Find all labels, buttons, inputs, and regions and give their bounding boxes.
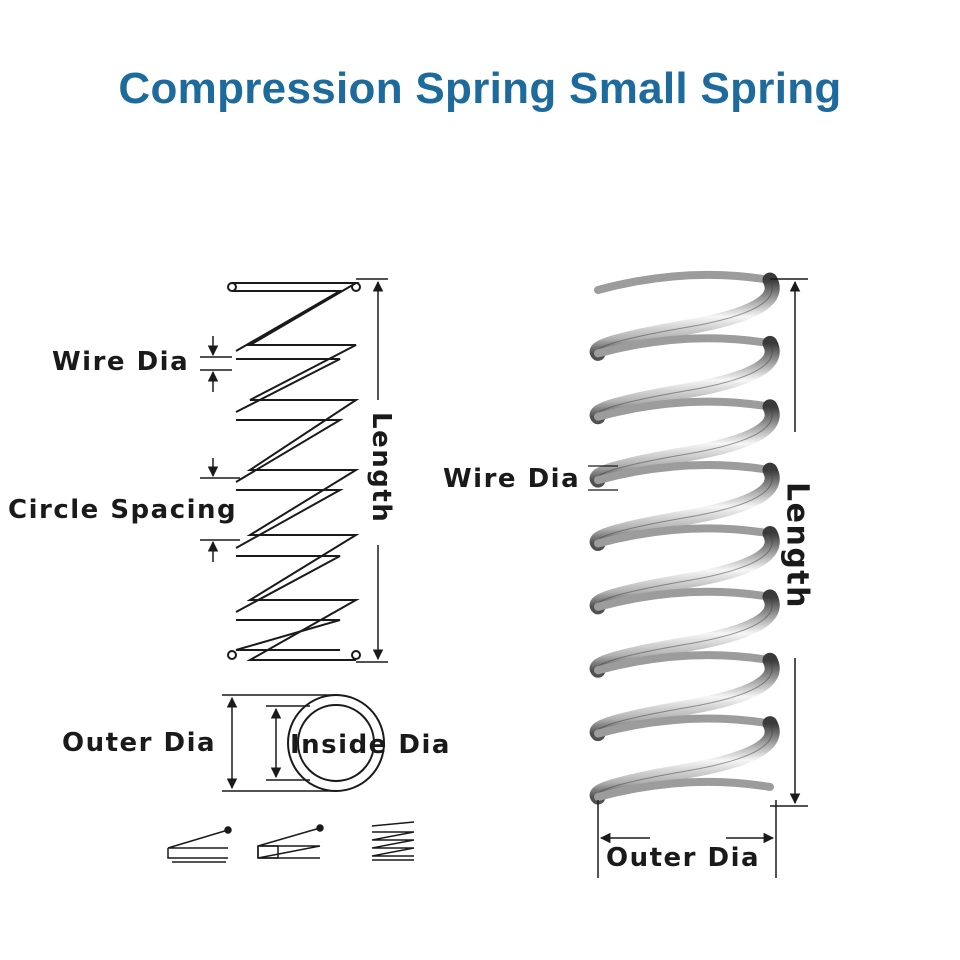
photo-outer-dia-label: Outer Dia [606, 843, 761, 873]
coil-back-strand [594, 397, 774, 421]
closed-end-icon [371, 821, 415, 861]
coil-edge [596, 469, 773, 544]
coil-edge [596, 723, 773, 798]
schematic-wire-dia-label: Wire Dia [52, 347, 190, 377]
schematic-length-label: Length [366, 412, 396, 524]
photo-length-label: Length [779, 482, 815, 609]
coil-edge [596, 596, 773, 671]
inside-dia-label: Inside Dia [290, 730, 451, 760]
page-title: Compression Spring Small Spring [118, 64, 842, 113]
coil-back-strand [594, 714, 774, 738]
inside-dia-dimension [266, 705, 310, 781]
photo-outer-dia-dimension [597, 800, 777, 878]
ground-end-icon [257, 824, 324, 859]
coil-edge [596, 533, 773, 608]
coil-edge [596, 343, 773, 418]
coil-back-strand [594, 334, 774, 358]
photo-wire-dia-dimension [588, 465, 618, 491]
coil-back-strand [594, 460, 774, 485]
schematic-spring [227, 282, 361, 661]
coil-back-strand [594, 651, 774, 675]
open-end-icon [167, 826, 232, 863]
outer-dia-dimension [222, 694, 336, 792]
schematic-coil-inner [232, 290, 344, 651]
schematic-wire-dia-dimension [200, 336, 232, 392]
schematic-circle-spacing-label: Circle Spacing [8, 495, 238, 525]
coil-back-strand [594, 777, 774, 801]
coil-back-strand [594, 587, 774, 611]
outer-dia-label: Outer Dia [62, 728, 217, 758]
coil-back-strand [594, 524, 774, 548]
schematic-length-dimension [356, 278, 388, 663]
coil-edge [596, 279, 773, 354]
coil-back-strand [594, 270, 774, 294]
schematic-coil-outline [232, 282, 360, 661]
coil-edge [596, 406, 773, 481]
photo-wire-dia-label: Wire Dia [443, 464, 581, 494]
schematic-spacing-dimension [200, 458, 240, 562]
coil-edge [596, 660, 773, 734]
steel-spring-photo [589, 270, 780, 805]
